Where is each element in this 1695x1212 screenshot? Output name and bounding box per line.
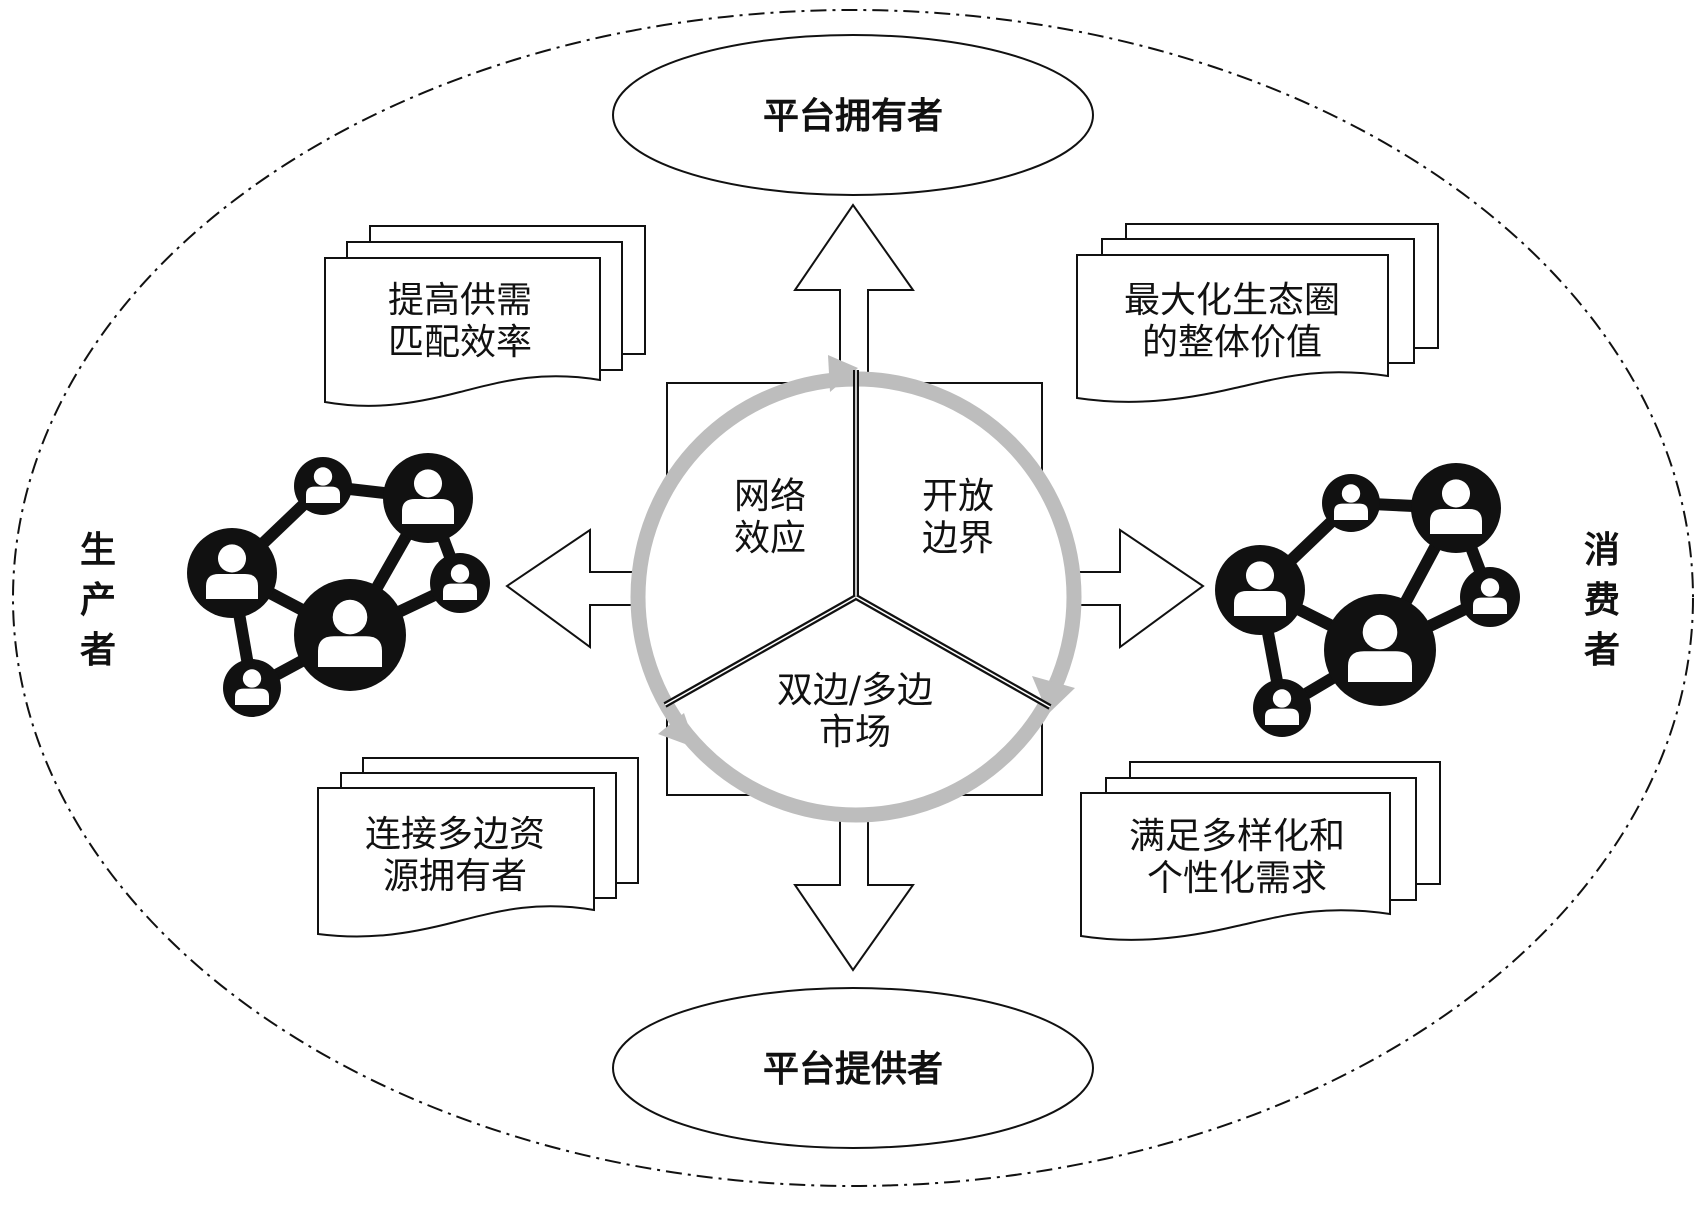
platform-provider-label: 平台提供者: [763, 1048, 943, 1090]
svg-text:满足多样化和: 满足多样化和: [1129, 816, 1345, 857]
svg-text:生: 生: [80, 529, 116, 571]
note-bottom-right: 满足多样化和 个性化需求: [1080, 761, 1441, 941]
svg-text:费: 费: [1584, 579, 1620, 621]
consumer-label: 消 费 者: [1584, 529, 1620, 671]
arrow-up: [793, 203, 915, 384]
svg-text:双边/多边: 双边/多边: [777, 670, 933, 711]
sector-open-boundary: 开放 边界: [922, 476, 994, 559]
svg-text:的整体价值: 的整体价值: [1142, 322, 1322, 363]
svg-text:连接多边资: 连接多边资: [365, 814, 545, 855]
svg-text:市场: 市场: [819, 712, 891, 753]
svg-text:开放: 开放: [922, 476, 994, 517]
arrow-down: [793, 809, 915, 972]
platform-owner-node: 平台拥有者: [612, 34, 1094, 196]
note-bottom-left: 连接多边资 源拥有者: [317, 757, 639, 938]
cycle-arrowhead-right: [1032, 676, 1075, 714]
ecosystem-boundary: [12, 9, 1694, 1187]
svg-text:效应: 效应: [734, 518, 806, 559]
sector-dividers: [663, 370, 1052, 710]
platform-owner-label: 平台拥有者: [763, 95, 943, 137]
svg-text:源拥有者: 源拥有者: [383, 856, 527, 897]
note-top-right: 最大化生态圈 的整体价值: [1076, 223, 1439, 403]
people-network-icon: [187, 453, 490, 717]
svg-text:消: 消: [1584, 529, 1620, 571]
svg-text:者: 者: [1584, 629, 1620, 671]
svg-text:最大化生态圈: 最大化生态圈: [1124, 280, 1340, 321]
cycle-arrowhead-left: [658, 713, 696, 748]
note-top-left: 提高供需 匹配效率: [324, 225, 646, 407]
svg-text:个性化需求: 个性化需求: [1147, 858, 1327, 899]
platform-provider-node: 平台提供者: [612, 987, 1094, 1149]
svg-text:边界: 边界: [922, 518, 994, 559]
svg-text:提高供需: 提高供需: [388, 280, 532, 321]
cycle-arrowhead-top: [828, 355, 858, 392]
people-network-icon: [1215, 463, 1520, 737]
svg-text:产: 产: [80, 579, 116, 621]
svg-text:匹配效率: 匹配效率: [388, 322, 532, 363]
sector-multi-sided-market: 双边/多边 市场: [777, 670, 933, 753]
svg-text:者: 者: [80, 629, 116, 671]
producer-label: 生 产 者: [80, 529, 116, 671]
svg-text:网络: 网络: [734, 476, 806, 517]
sector-network-effect: 网络 效应: [734, 476, 806, 559]
